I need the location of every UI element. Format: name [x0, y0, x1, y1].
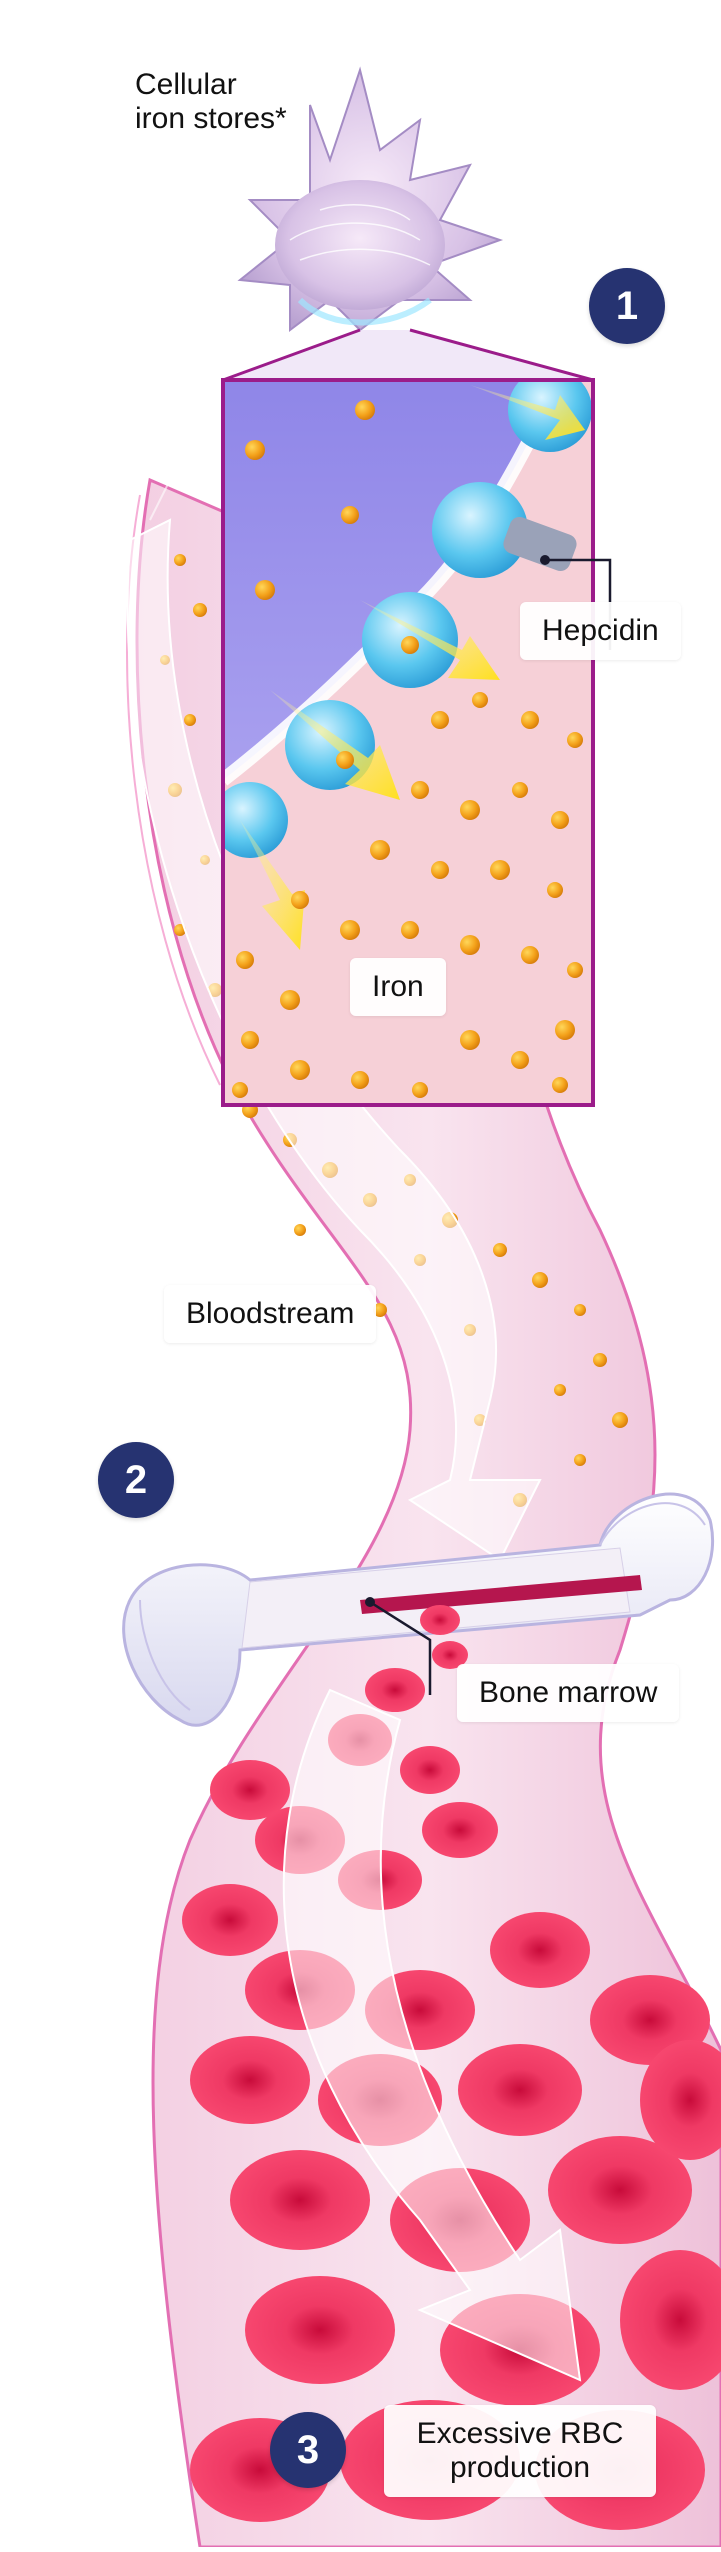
- macrophage-cell: [237, 66, 504, 332]
- step-3-badge: 3: [270, 2412, 346, 2488]
- bone-marrow-label: Bone marrow: [457, 1664, 680, 1722]
- bloodstream-label: Bloodstream: [164, 1285, 377, 1343]
- bone: [122, 1492, 715, 1727]
- step-1-badge: 1: [589, 268, 665, 344]
- cellular-iron-stores-label: Cellular iron stores*: [135, 68, 287, 135]
- iron-label: Iron: [350, 958, 446, 1016]
- hepcidin-label: Hepcidin: [520, 602, 681, 660]
- step-2-badge: 2: [98, 1442, 174, 1518]
- excessive-rbc-label: Excessive RBC production: [384, 2405, 656, 2497]
